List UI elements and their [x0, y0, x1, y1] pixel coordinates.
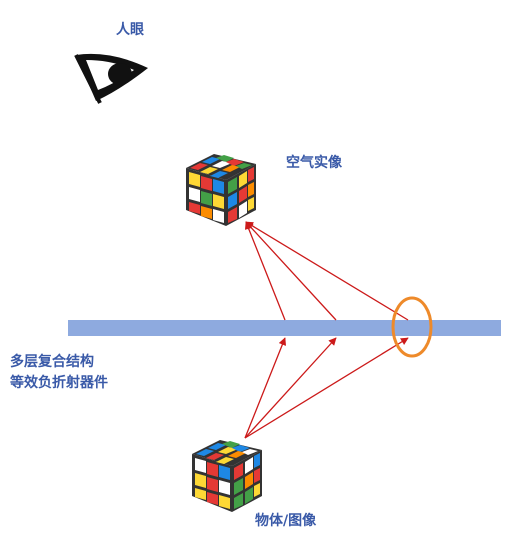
object-image-label: 物体/图像 — [255, 513, 317, 529]
air-image-label: 空气实像 — [286, 155, 342, 171]
highlight-ellipse — [391, 296, 433, 358]
rays-refracted — [244, 221, 409, 321]
rubiks-cube-icon — [192, 440, 262, 512]
structure-label-line1: 多层复合结构 — [10, 354, 94, 370]
eye-label: 人眼 — [116, 22, 144, 38]
negative-refraction-device-bar — [68, 320, 501, 336]
structure-label-line2: 等效负折射器件 — [10, 375, 108, 391]
rays-incident — [244, 337, 409, 439]
rubiks-cube-icon — [186, 154, 256, 226]
eye-icon — [74, 53, 148, 104]
